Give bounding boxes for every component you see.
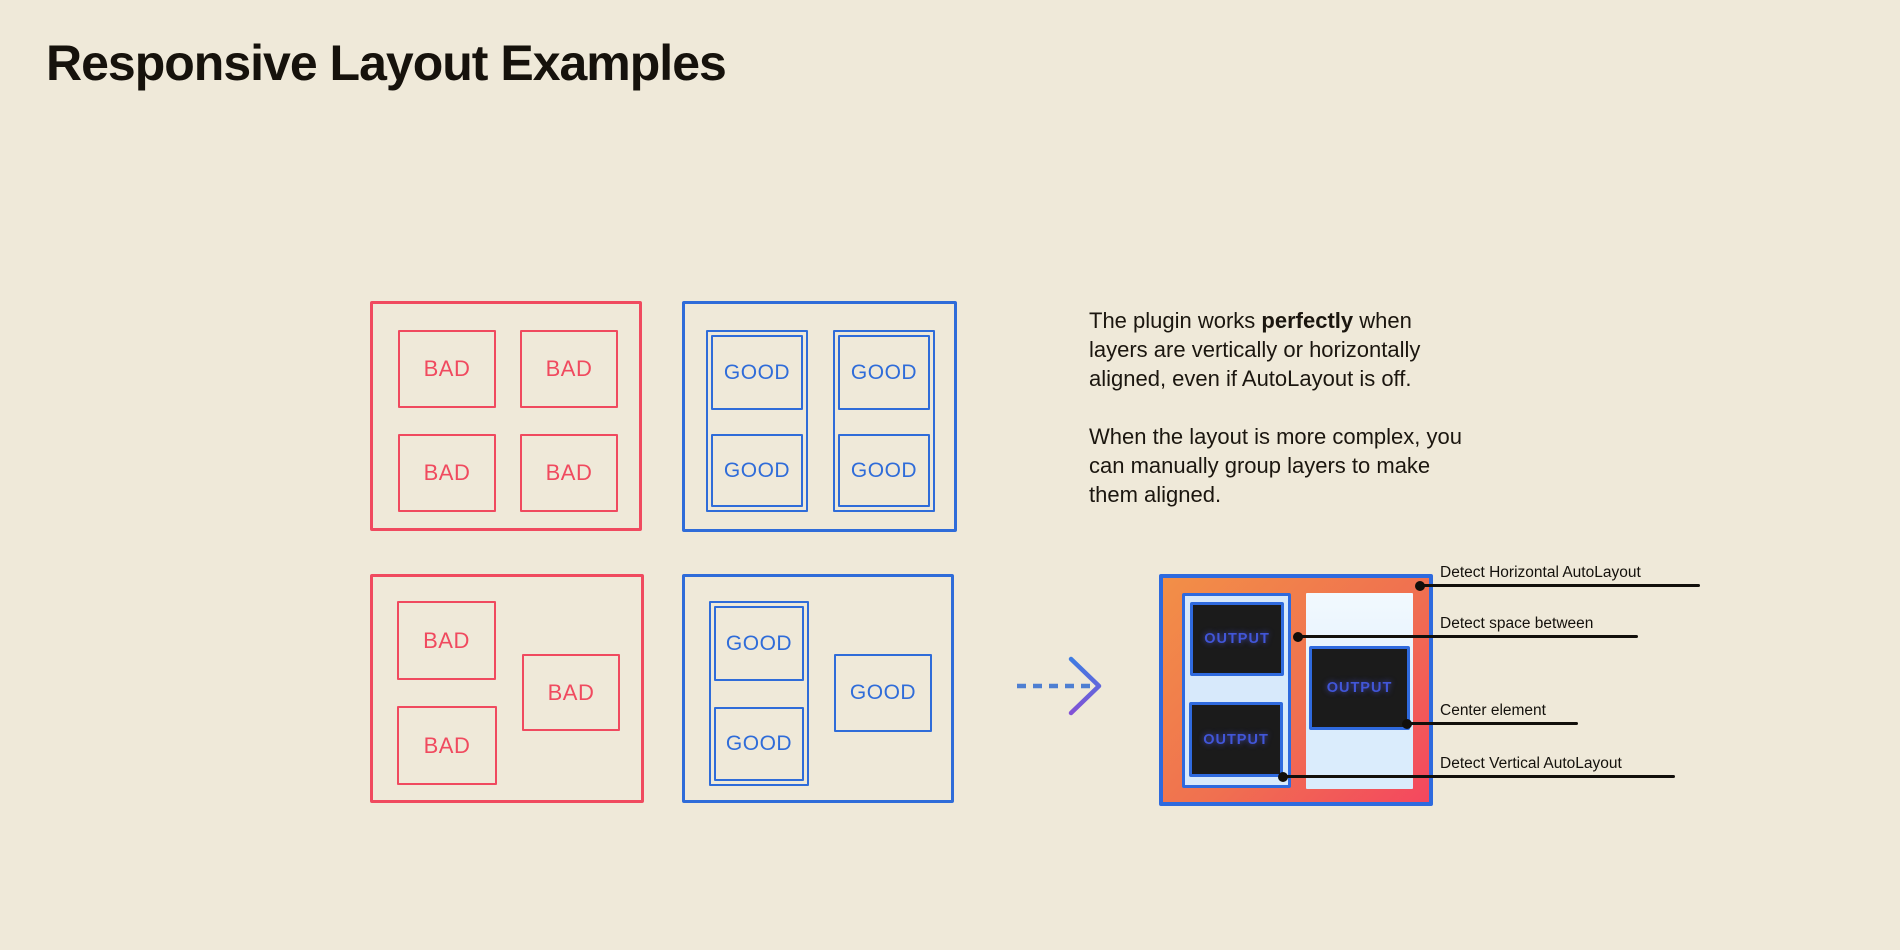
annotation-dot	[1278, 771, 1288, 782]
good-box: GOOD	[834, 654, 932, 732]
good-box-label: GOOD	[850, 458, 918, 482]
good-box: GOOD	[711, 434, 803, 507]
output-box: OUTPUT	[1189, 702, 1283, 777]
good-column-wrapper: GOOD GOOD	[709, 601, 809, 786]
annotation-label: Center element	[1440, 702, 1546, 719]
annotation-dot	[1402, 718, 1412, 729]
good-box: GOOD	[711, 335, 803, 410]
output-box-label: OUTPUT	[1326, 680, 1393, 696]
annotation-dot	[1293, 631, 1303, 642]
bad-box-label: BAD	[423, 627, 470, 653]
good-box: GOOD	[714, 606, 804, 681]
annotation-label: Detect space between	[1440, 615, 1594, 632]
bad-box-label: BAD	[423, 356, 471, 381]
description-line: can manually group layers to make	[1089, 453, 1431, 478]
description-line: The plugin works perfectly when	[1089, 306, 1462, 335]
bad-box-label: BAD	[545, 460, 593, 485]
description-segment: The plugin works	[1089, 308, 1262, 333]
center-element-panel: OUTPUT	[1306, 593, 1413, 789]
bad-group-grid: BAD BAD BAD BAD	[370, 301, 642, 531]
annotation-dot	[1415, 580, 1425, 591]
good-column-wrapper: GOOD GOOD	[706, 330, 808, 512]
description-line: layers are vertically or horizontally	[1089, 337, 1421, 362]
output-box: OUTPUT	[1309, 646, 1410, 730]
output-box-label: OUTPUT	[1203, 731, 1269, 748]
bad-box: BAD	[522, 654, 620, 731]
good-column-wrapper: GOOD GOOD	[833, 330, 935, 512]
good-box: GOOD	[838, 335, 930, 410]
description-line: them aligned.	[1089, 482, 1222, 507]
bold-emphasis: perfectly	[1261, 308, 1354, 333]
bad-box-label: BAD	[423, 732, 471, 758]
annotation-line	[1298, 635, 1638, 638]
bad-group-irregular: BAD BAD BAD	[370, 574, 644, 803]
bad-box: BAD	[398, 330, 496, 408]
annotation-space-between: Detect space between	[1293, 613, 1638, 642]
good-box-label: GOOD	[850, 360, 918, 384]
good-box-label: GOOD	[849, 681, 917, 704]
good-box-label: GOOD	[723, 360, 791, 384]
good-box-label: GOOD	[723, 458, 791, 482]
bad-box-label: BAD	[423, 460, 471, 485]
annotation-vertical-autolayout: Detect Vertical AutoLayout	[1278, 753, 1675, 782]
bad-box: BAD	[397, 601, 496, 680]
annotation-horizontal-autolayout: Detect Horizontal AutoLayout	[1415, 562, 1700, 591]
annotation-label: Detect Horizontal AutoLayout	[1440, 564, 1641, 581]
description-segment: when	[1353, 308, 1412, 333]
annotation-line	[1420, 584, 1700, 587]
description-line: When the layout is more complex, you	[1089, 424, 1462, 449]
bad-box: BAD	[520, 434, 618, 512]
description-line: aligned, even if AutoLayout is off.	[1089, 366, 1412, 391]
output-figure: OUTPUT OUTPUT OUTPUT	[1159, 574, 1433, 806]
annotation-label: Detect Vertical AutoLayout	[1440, 755, 1622, 772]
description-text: The plugin works perfectly when layers a…	[1089, 306, 1462, 538]
bad-box: BAD	[398, 434, 496, 512]
transform-arrow-icon	[1017, 656, 1102, 716]
good-group-grid: GOOD GOOD GOOD GOOD	[682, 301, 957, 532]
description-paragraph-1: The plugin works perfectly when layers a…	[1089, 306, 1462, 393]
good-box-label: GOOD	[725, 732, 793, 755]
good-group-irregular: GOOD GOOD GOOD	[682, 574, 954, 803]
vertical-autolayout-panel: OUTPUT OUTPUT	[1182, 593, 1291, 788]
page-title: Responsive Layout Examples	[46, 35, 727, 91]
annotation-center-element: Center element	[1402, 700, 1578, 729]
bad-box-label: BAD	[547, 679, 595, 705]
good-box-label: GOOD	[725, 631, 793, 655]
good-box: GOOD	[838, 434, 930, 507]
bad-box: BAD	[397, 706, 497, 785]
bad-box: BAD	[520, 330, 618, 408]
good-box: GOOD	[714, 707, 804, 781]
annotation-line	[1407, 722, 1578, 725]
description-paragraph-2: When the layout is more complex, you can…	[1089, 422, 1462, 509]
annotation-line	[1283, 775, 1675, 778]
bad-box-label: BAD	[545, 356, 593, 381]
output-box-label: OUTPUT	[1204, 631, 1270, 647]
output-box: OUTPUT	[1190, 602, 1284, 676]
